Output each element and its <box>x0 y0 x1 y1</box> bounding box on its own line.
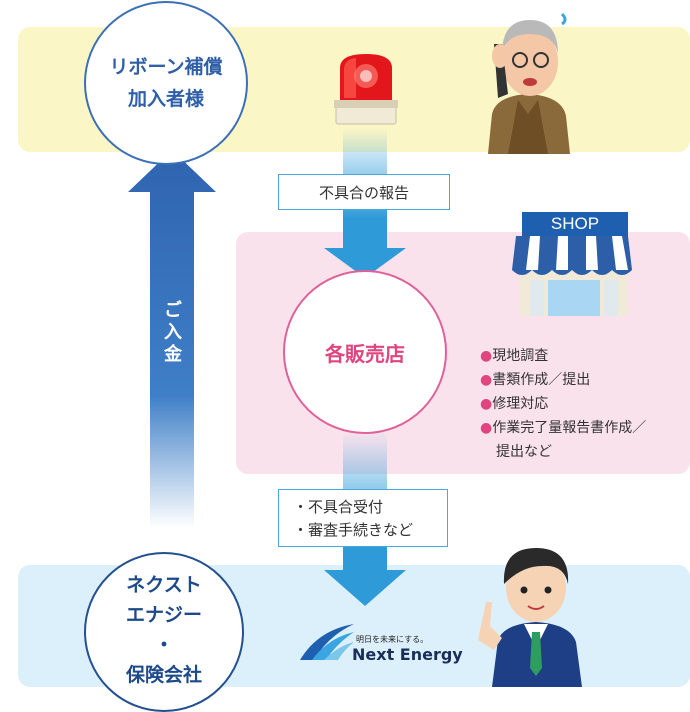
insurer-node: ネクスト エナジー ・ 保険会社 <box>84 552 244 712</box>
task-item: ●現地調査 <box>480 348 549 364</box>
task-item: ●書類作成／提出 <box>480 372 591 388</box>
siren-icon <box>334 54 398 125</box>
businessman-icon <box>478 548 582 687</box>
subscriber-line2: 加入者様 <box>127 88 204 110</box>
insurer-line2: エナジー <box>125 604 202 626</box>
shop-sign: SHOP <box>522 212 628 236</box>
next-energy-logo-icon <box>300 624 354 660</box>
reception-item: ・不具合受付 <box>293 498 384 516</box>
subscriber-node: リボーン補償 加入者様 <box>84 1 248 165</box>
bullet-dot-icon: ● <box>480 420 493 436</box>
payment-arrow <box>128 150 216 528</box>
task-item: 提出など <box>496 444 552 460</box>
shop-task-list: ●現地調査 ●書類作成／提出 ●修理対応 ●作業完了量報告書作成／ 提出など <box>480 344 646 464</box>
logo-name: Next Energy <box>352 645 463 664</box>
report-box: 不具合の報告 <box>278 174 450 210</box>
subscriber-line1: リボーン補償 <box>109 56 223 78</box>
bullet-dot-icon: ● <box>480 348 493 364</box>
payment-label: ご入金 <box>161 300 182 366</box>
report-label: 不具合の報告 <box>318 183 409 202</box>
shop-node: 各販売店 <box>283 270 447 434</box>
task-item: ●修理対応 <box>480 396 549 412</box>
logo-tagline: 明日を未来にする。 <box>356 635 429 644</box>
reception-box: ・不具合受付 ・審査手続きなど <box>278 489 448 547</box>
reception-item: ・審査手続きなど <box>293 521 414 539</box>
shop-icon <box>512 236 632 316</box>
insurer-line1: ネクスト <box>126 574 202 596</box>
bullet-dot-icon: ● <box>480 396 493 412</box>
task-item: ●作業完了量報告書作成／ <box>480 420 647 436</box>
shop-node-label: 各販売店 <box>325 341 405 366</box>
elderly-man-phone-icon <box>488 12 570 154</box>
bullet-dot-icon: ● <box>480 372 493 388</box>
insurer-line3: ・ <box>154 634 174 656</box>
insurer-line4: 保険会社 <box>125 664 202 686</box>
